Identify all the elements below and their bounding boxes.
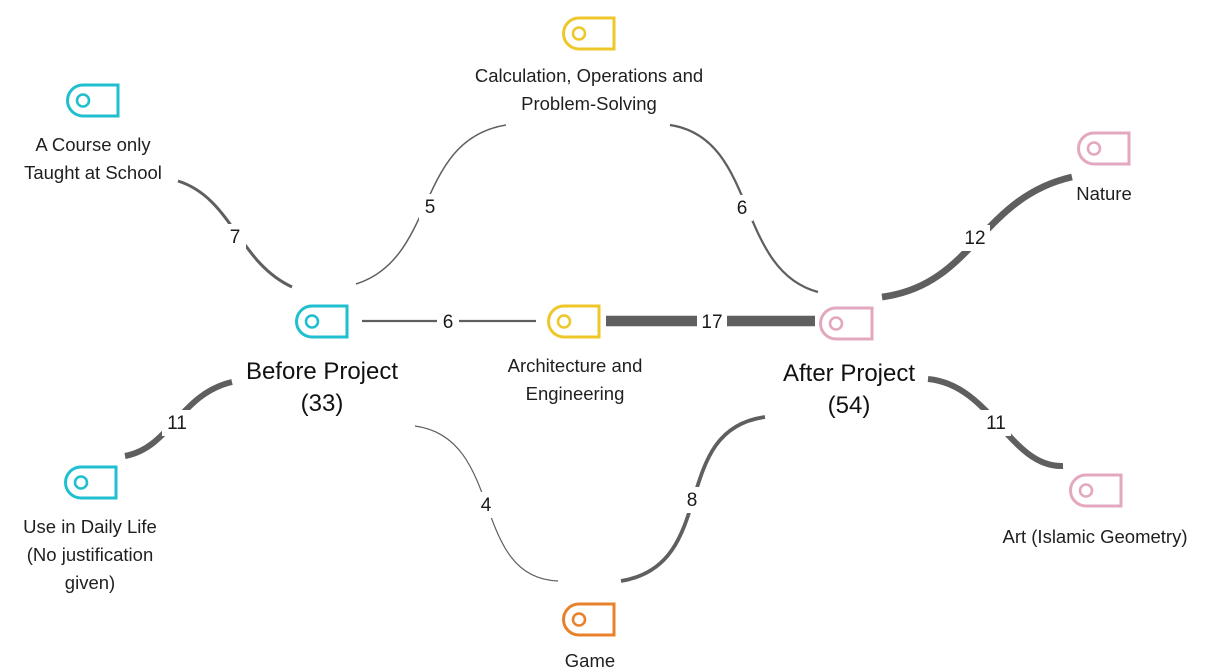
node-daily-life[interactable]: Use in Daily Life (No justification give… — [23, 465, 157, 593]
node-calculation[interactable]: Calculation, Operations and Problem-Solv… — [475, 16, 703, 114]
node-after-project[interactable]: After Project (54) — [783, 306, 915, 419]
node-label-architecture-1: Architecture and — [508, 355, 643, 376]
node-label-architecture-2: Engineering — [526, 383, 625, 404]
node-before-project[interactable]: Before Project (33) — [246, 304, 398, 417]
svg-text:17: 17 — [701, 312, 722, 333]
node-label-course-school-1: A Course only — [35, 134, 151, 155]
edge-labels-layer: 7 11 5 6 4 6 17 8 — [162, 194, 1011, 518]
node-label-calculation-1: Calculation, Operations and — [475, 65, 703, 86]
svg-text:11: 11 — [167, 413, 187, 434]
edges-layer — [124, 123, 1073, 583]
node-label-daily-life-1: Use in Daily Life — [23, 516, 157, 537]
svg-text:6: 6 — [737, 198, 748, 219]
svg-text:5: 5 — [425, 197, 436, 218]
node-label-art: Art (Islamic Geometry) — [1002, 526, 1187, 547]
node-game[interactable]: Game — [562, 602, 616, 671]
edge-value-calc-after: 6 — [731, 195, 753, 221]
node-label-before-project: Before Project — [246, 358, 398, 385]
node-label-nature: Nature — [1076, 183, 1132, 204]
svg-text:4: 4 — [481, 495, 492, 516]
svg-text:6: 6 — [443, 312, 454, 333]
node-label-game: Game — [565, 650, 615, 671]
tag-icon — [295, 304, 349, 339]
edge-value-game-after: 8 — [681, 487, 703, 513]
svg-text:11: 11 — [986, 413, 1006, 434]
node-label-course-school-2: Taught at School — [24, 162, 162, 183]
svg-text:7: 7 — [230, 227, 241, 248]
tag-icon — [819, 306, 874, 341]
node-label-daily-life-3: given) — [65, 572, 115, 593]
node-art[interactable]: Art (Islamic Geometry) — [1002, 473, 1188, 547]
edge-value-before-arch: 6 — [437, 309, 459, 335]
node-nature[interactable]: Nature — [1076, 131, 1132, 204]
edge-value-before-calc: 5 — [419, 194, 441, 220]
edge-value-daily-before: 11 — [162, 410, 192, 436]
tag-icon — [1069, 473, 1123, 508]
node-label-after-project: After Project — [783, 360, 915, 387]
tag-icon — [66, 83, 120, 118]
node-course-school[interactable]: A Course only Taught at School — [24, 83, 162, 183]
tag-icon — [1077, 131, 1131, 166]
edge-value-before-game: 4 — [475, 492, 497, 518]
tag-icon — [562, 602, 616, 637]
edge-value-after-nature: 12 — [960, 225, 990, 251]
node-count-after-project: (54) — [828, 392, 871, 419]
node-label-calculation-2: Problem-Solving — [521, 93, 657, 114]
node-count-before-project: (33) — [301, 390, 344, 417]
svg-text:12: 12 — [964, 228, 985, 249]
svg-text:8: 8 — [687, 490, 698, 511]
node-architecture[interactable]: Architecture and Engineering — [508, 304, 643, 404]
edge-value-course-before: 7 — [224, 224, 246, 250]
tag-icon — [547, 304, 601, 339]
edge-value-arch-after: 17 — [697, 309, 727, 335]
tag-icon — [64, 465, 118, 500]
node-label-daily-life-2: (No justification — [27, 544, 153, 565]
tag-icon — [562, 16, 616, 51]
edge-value-after-art: 11 — [981, 410, 1011, 436]
